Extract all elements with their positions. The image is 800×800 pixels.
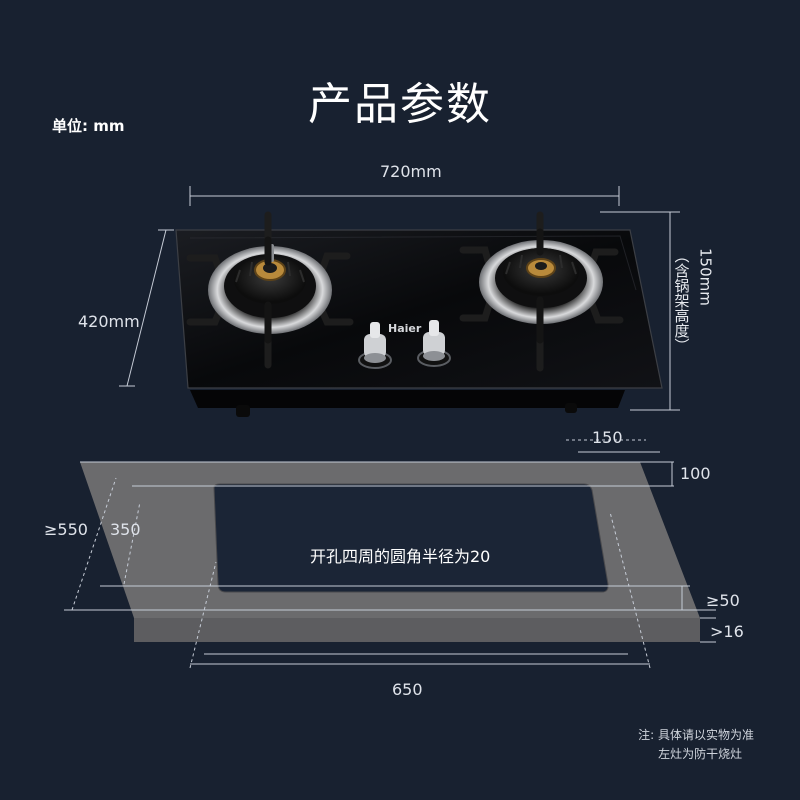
hob-base xyxy=(190,390,625,408)
edge-distance-label: ≥50 xyxy=(706,591,740,610)
height-label: 150mm xyxy=(696,248,715,306)
left-burner xyxy=(186,211,354,369)
right-knob xyxy=(417,320,451,367)
brand-logo: Haier xyxy=(388,322,422,335)
height-note: （含锅架高度） xyxy=(672,248,691,353)
page-title: 产品参数 xyxy=(308,79,492,130)
width-dimension xyxy=(189,186,620,206)
left-knob xyxy=(358,322,392,369)
right-burner xyxy=(459,211,624,372)
footnote-line-1: 注: 具体请以实物为准 xyxy=(638,728,754,742)
corner-radius-note: 开孔四周的圆角半径为20 xyxy=(310,547,491,566)
cutout-depth-min-label: ≥550 xyxy=(44,520,88,539)
height-label-group: 150mm （含锅架高度） xyxy=(668,248,718,368)
cutout-depth-label: 350 xyxy=(110,520,141,539)
footnote-line-2: 左灶为防干烧灶 xyxy=(658,747,743,761)
depth-dimension xyxy=(119,229,174,387)
counter-thickness-label: >16 xyxy=(710,622,744,641)
cutout-margin-label: 150 xyxy=(592,428,623,447)
front-gap-label: 100 xyxy=(680,464,711,483)
slab-dimension-lines xyxy=(64,439,716,669)
width-label: 720mm xyxy=(380,162,442,181)
unit-label: 单位: mm xyxy=(52,117,125,135)
countertop-slab xyxy=(80,462,700,642)
depth-label: 420mm xyxy=(78,312,140,331)
height-dimension xyxy=(600,211,680,411)
footnote: 注: 具体请以实物为准 左灶为防干烧灶 xyxy=(638,726,754,764)
cutout-width-label: 650 xyxy=(392,680,423,699)
